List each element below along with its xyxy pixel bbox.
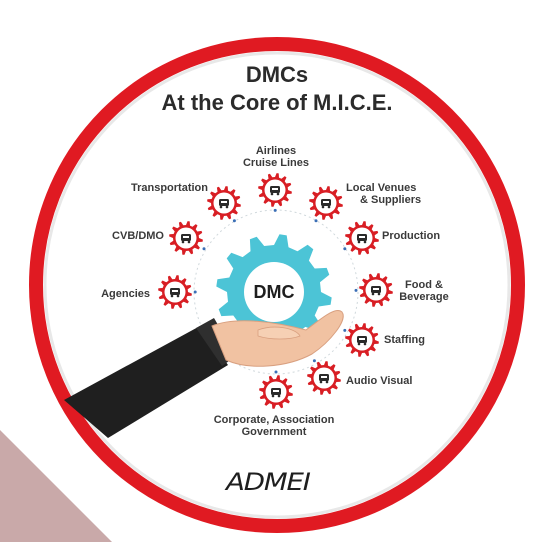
title-line-2: At the Core of M.I.C.E. [161, 90, 393, 115]
building-icon [321, 199, 331, 209]
orbit-dot [343, 328, 347, 332]
cloche-icon [371, 286, 381, 296]
node-cvb-dmo [169, 221, 203, 255]
label-food-beverage: Food &Beverage [399, 279, 449, 303]
title-line-1: DMCs [245, 62, 309, 87]
orbit-dot [274, 370, 278, 374]
bus-icon [219, 199, 229, 209]
orbit-dot [202, 247, 206, 251]
center-gear-hub [244, 262, 304, 322]
beach-umbrella-icon [181, 234, 191, 244]
lightbulb-icon [357, 234, 367, 244]
label-staffing: Staffing [384, 334, 425, 346]
node-production [345, 221, 379, 255]
presentation-screen-icon [319, 374, 329, 384]
orbit-dot [343, 247, 347, 251]
sleeve [64, 326, 228, 438]
node-staffing [345, 323, 379, 357]
label-transportation: Transportation [130, 182, 208, 194]
orbit-dot [314, 219, 318, 223]
label-local-venues: Local Venues& Suppliers [346, 182, 422, 206]
node-agencies [158, 275, 192, 309]
hand-illustration [64, 310, 344, 438]
inner-ring-shadow [43, 51, 511, 519]
node-audio-visual [307, 361, 341, 395]
corner-triangle [0, 430, 112, 542]
node-food-beverage [359, 273, 393, 307]
orbit-dot [232, 219, 236, 223]
orbit-dot [354, 288, 358, 292]
admei-logo: ADMEI [226, 468, 311, 496]
orbit-dot [273, 208, 277, 212]
plane-anchor-icon [270, 186, 280, 196]
label-audio-visual: Audio Visual [346, 375, 413, 387]
group-icon [170, 288, 180, 298]
people-icon [357, 336, 367, 346]
node-airlines [258, 173, 292, 207]
orbit-dot [193, 290, 197, 294]
label-production: Production [382, 230, 441, 242]
office-tower-icon [271, 388, 281, 398]
center-label: DMC [253, 282, 295, 302]
label-cvb-dmo: CVB/DMO [112, 230, 164, 242]
node-transportation [207, 186, 241, 220]
nodes-layer [158, 173, 393, 409]
label-agencies: Agencies [101, 288, 150, 300]
node-local-venues [309, 186, 343, 220]
node-corporate [259, 375, 293, 409]
thumb [257, 326, 301, 340]
orbit-dot [312, 359, 316, 363]
